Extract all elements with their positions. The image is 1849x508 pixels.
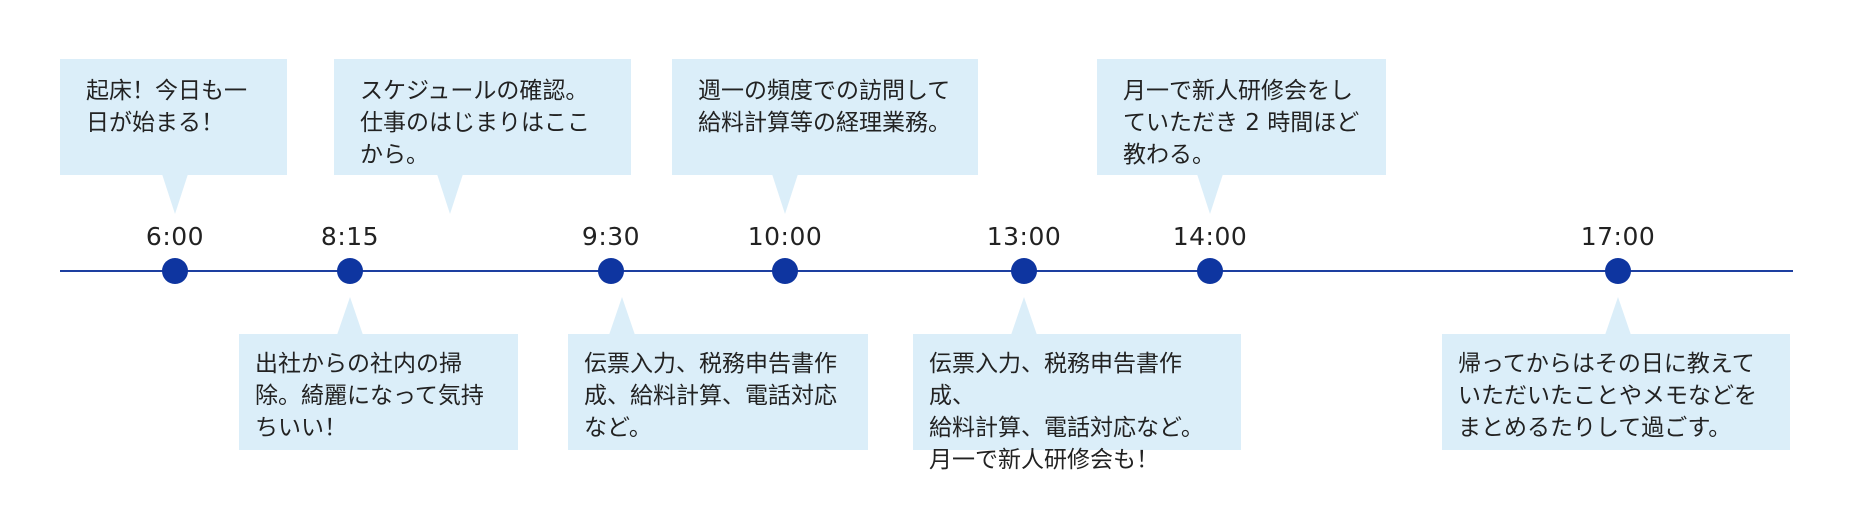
callout-pointer-1300 (1011, 297, 1037, 335)
time-label-0930: 9:30 (581, 222, 641, 251)
timeline-dot-0600 (162, 258, 188, 284)
time-label-1000: 10:00 (747, 222, 823, 251)
callout-0600: 起床！今日も一 日が始まる！ (60, 59, 287, 175)
time-label-0815: 8:15 (320, 222, 380, 251)
callout-0930: 伝票入力、税務申告書作 成、給料計算、電話対応 など。 (568, 334, 868, 450)
callout-pointer-1000 (772, 174, 798, 214)
callout-pointer-0815 (337, 297, 363, 335)
time-label-1400: 14:00 (1172, 222, 1248, 251)
timeline-dot-1300 (1011, 258, 1037, 284)
callout-1400: 月一で新人研修会をし ていただき 2 時間ほど 教わる。 (1097, 59, 1386, 175)
callout-pointer-0600 (162, 174, 188, 214)
time-label-1300: 13:00 (986, 222, 1062, 251)
time-label-0600: 6:00 (145, 222, 205, 251)
timeline-dot-1000 (772, 258, 798, 284)
callout-1300: 伝票入力、税務申告書作成、 給料計算、電話対応など。 月一で新人研修会も！ (913, 334, 1241, 473)
timeline-dot-1400 (1197, 258, 1223, 284)
callout-schedule-check: スケジュールの確認。 仕事のはじまりはここ から。 (334, 59, 631, 175)
callout-pointer-schedule-check (437, 174, 463, 214)
callout-1700: 帰ってからはその日に教えて いただいたことやメモなどを まとめるたりして過ごす。 (1442, 334, 1790, 450)
callout-pointer-1400 (1197, 174, 1223, 214)
timeline-dot-0815 (337, 258, 363, 284)
time-label-1700: 17:00 (1580, 222, 1656, 251)
callout-pointer-1700 (1605, 297, 1631, 335)
timeline-axis-line (60, 270, 1793, 272)
timeline-dot-0930 (598, 258, 624, 284)
callout-1000: 週一の頻度での訪問して 給料計算等の経理業務。 (672, 59, 978, 175)
callout-pointer-0930 (609, 297, 635, 335)
timeline-dot-1700 (1605, 258, 1631, 284)
callout-0815: 出社からの社内の掃 除。綺麗になって気持 ちいい！ (239, 334, 518, 450)
